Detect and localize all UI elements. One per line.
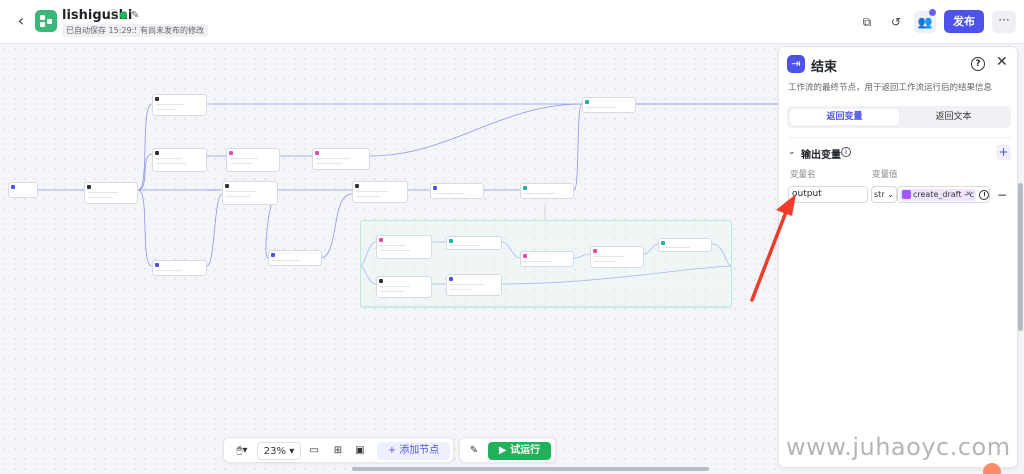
top-header: ‹ lishigushi ⓘ ● ✎ 已自动保存 15:29:58 有尚未发布的… [0,0,1024,44]
workflow-node[interactable] [590,246,644,268]
workflow-node[interactable] [352,181,408,203]
workflow-node[interactable] [520,251,574,267]
autosave-status: 已自动保存 15:29:58 [62,24,149,37]
workflow-node[interactable] [152,148,207,172]
section-title: 输出变量 [801,150,841,161]
test-run-label: 试运行 [510,445,541,456]
workflow-node[interactable] [268,250,322,266]
panel-title: 结束 [811,60,838,75]
chevron-down-icon[interactable]: ⌄ [788,147,796,157]
workflow-canvas[interactable] [0,44,778,474]
workflow-node[interactable] [376,235,432,259]
workflow-node[interactable] [152,94,207,116]
column-variable-name: 变量名 [790,170,816,180]
add-node-button[interactable]: + 添加节点 [377,442,450,460]
workflow-node[interactable] [446,274,502,296]
more-button[interactable]: ··· [992,11,1016,33]
variable-reference-field[interactable]: create_draft - c × [897,186,990,203]
tab-return-variable[interactable]: 返回变量 [790,109,899,125]
app-name: lishigushi [62,8,133,23]
minimap-icon[interactable]: ▣ [355,445,365,456]
workflow-node[interactable] [658,238,712,252]
debug-icon[interactable]: ✎ [469,445,479,456]
add-variable-button[interactable]: + [996,145,1011,160]
back-icon[interactable]: ‹ [17,11,25,30]
mouse-mode-icon[interactable]: 🖱▾ [236,445,248,456]
variable-name-input[interactable]: output [788,186,868,203]
reference-tag: create_draft - c [900,189,976,201]
copy-icon[interactable]: ⧉ [862,15,872,29]
vertical-scrollbar[interactable] [1018,183,1023,331]
layout-icon[interactable]: ⊞ [333,445,343,456]
canvas-toolbar: 🖱▾ 23% ▾ ▭ ⊞ ▣ + 添加节点 [223,437,454,463]
run-toolbar: ✎ ▶ 试运行 [459,437,556,463]
publish-button[interactable]: 发布 [944,10,984,33]
unpublished-status: 有尚未发布的修改 [136,24,208,37]
panel-description: 工作流的最终节点，用于返回工作流运行后的结果信息 [788,83,993,93]
test-run-button[interactable]: ▶ 试运行 [488,442,551,460]
workflow-node[interactable] [582,97,636,113]
workflow-node[interactable] [312,148,370,170]
workflow-node[interactable] [84,182,138,204]
workflow-node[interactable] [222,181,278,205]
app-logo [35,10,57,32]
return-mode-tabs: 返回变量 返回文本 [787,106,1011,128]
history-icon[interactable]: ↺ [890,15,902,29]
info-icon[interactable]: ⓘ [108,10,118,21]
clear-reference-icon[interactable]: × [965,189,972,198]
avatar [983,463,1001,474]
plugin-icon [902,190,911,199]
remove-variable-button[interactable]: − [997,188,1008,202]
divider [787,137,1011,138]
notification-badge [929,9,936,16]
edit-icon[interactable]: ✎ [131,10,140,21]
zoom-select[interactable]: 23% ▾ [257,442,301,460]
column-variable-value: 变量值 [872,170,898,180]
close-icon[interactable]: ✕ [996,54,1008,70]
watermark: www.juhaoyc.com [786,433,1011,461]
workflow-node[interactable] [152,260,207,276]
variable-type-value: str [874,190,885,199]
workflow-node[interactable] [376,276,432,298]
workflow-node[interactable] [520,183,574,199]
node-config-panel: ⇥ 结束 ? ✕ 工作流的最终节点，用于返回工作流运行后的结果信息 返回变量 返… [778,46,1018,468]
variable-type-select[interactable]: str ⌄ [871,186,897,203]
workflow-node[interactable] [8,182,38,198]
help-icon[interactable]: ? [971,57,985,71]
zoom-value: 23% [263,446,287,457]
workflow-node[interactable] [430,183,484,199]
edge-layer [38,103,778,307]
collaborators-icon[interactable]: 👥 [914,11,936,33]
reference-label: create_draft - c [913,190,974,199]
info-icon[interactable]: i [841,147,851,157]
clock-icon[interactable] [979,190,989,200]
comment-icon[interactable]: ▭ [309,445,319,456]
workflow-node[interactable] [226,148,280,172]
add-node-label: 添加节点 [399,445,440,456]
end-node-icon: ⇥ [787,55,805,73]
tab-return-text[interactable]: 返回文本 [935,112,972,122]
verified-icon: ● [119,10,128,21]
workflow-node[interactable] [446,236,502,250]
horizontal-scrollbar[interactable] [352,467,709,471]
